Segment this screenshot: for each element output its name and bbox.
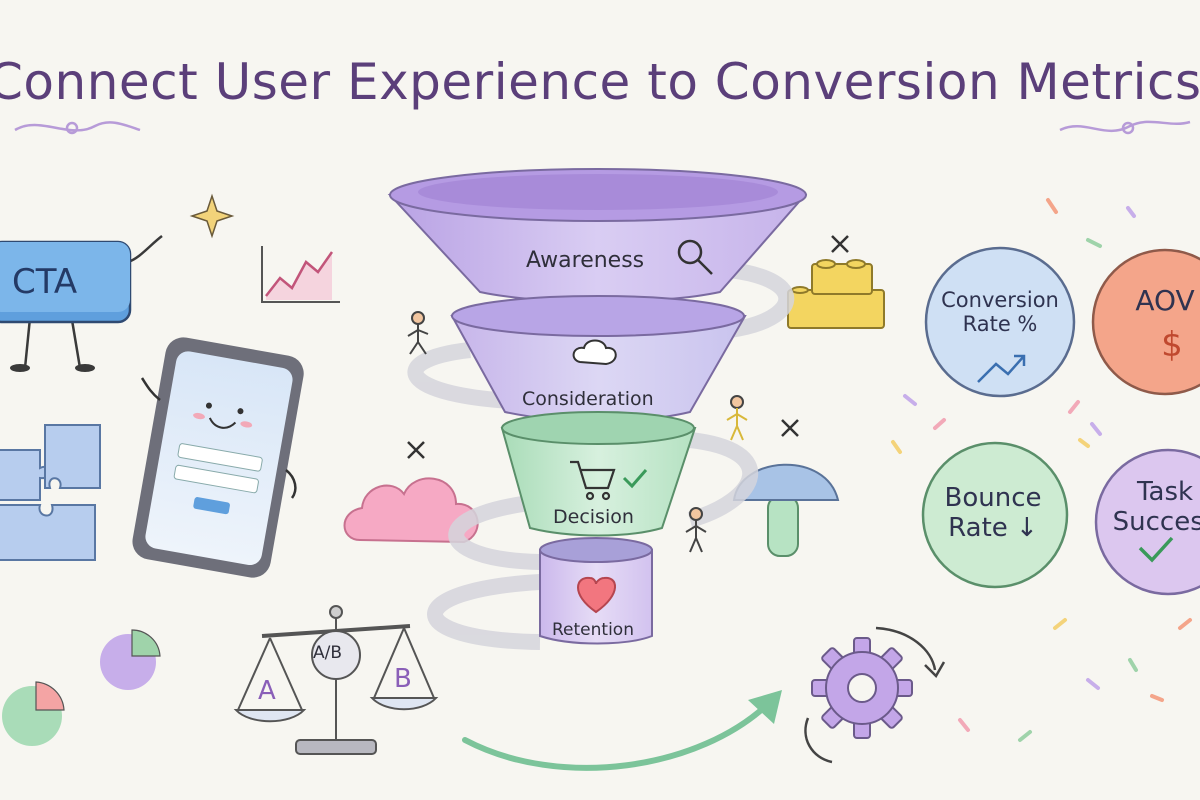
person-figure-3 xyxy=(685,507,707,553)
metric-circle-bounce xyxy=(921,441,1069,589)
ab-variant-b-label: B xyxy=(394,664,412,694)
check-icon xyxy=(1138,536,1174,563)
page-title: Connect User Experience to Conversion Me… xyxy=(0,53,1200,111)
metric-label-conversion-rate: Conversion Rate % xyxy=(941,288,1059,337)
pie-chart-icon-2 xyxy=(2,681,65,746)
title-flourish-right xyxy=(1059,120,1191,135)
trend-up-arrow-icon xyxy=(977,354,1026,383)
metric-label-aov: AOV xyxy=(1135,284,1195,317)
funnel-path-track xyxy=(407,262,795,650)
metric-label-task-success: Task Success xyxy=(1112,477,1200,537)
ab-test-label: A/B xyxy=(313,643,343,663)
conversion-funnel xyxy=(387,168,808,645)
gear-icon xyxy=(811,637,913,739)
smartphone-illustration xyxy=(132,337,304,578)
person-figure-1 xyxy=(407,311,429,355)
arrow-head xyxy=(748,690,782,724)
metric-circle-task xyxy=(1094,448,1200,596)
building-block-icon xyxy=(787,259,885,329)
cta-label: CTA xyxy=(12,262,78,302)
funnel-stage-decision xyxy=(500,411,697,537)
funnel-label-decision: Decision xyxy=(553,506,634,528)
puzzle-pieces-icon xyxy=(0,424,101,561)
title-flourish-left xyxy=(14,121,141,135)
person-figure-2 xyxy=(726,395,748,441)
funnel-label-consideration: Consideration xyxy=(522,388,654,410)
thought-bubble-icon xyxy=(572,339,617,366)
mushroom-shape xyxy=(732,463,840,557)
funnel-label-awareness: Awareness xyxy=(526,248,645,273)
shopping-cart-check-icon xyxy=(570,460,648,501)
pie-chart-icon-1 xyxy=(100,629,161,690)
metric-circle-aov xyxy=(1091,248,1200,396)
confetti-decoration xyxy=(891,198,1192,742)
funnel-stage-consideration xyxy=(450,295,747,422)
x-mark-icons xyxy=(407,235,849,459)
dollar-sign-icon: $ xyxy=(1161,325,1183,365)
magnifier-icon xyxy=(677,239,713,275)
progress-arrow xyxy=(462,699,773,771)
metric-circle-conversion xyxy=(924,246,1076,398)
mini-line-chart-icon xyxy=(261,246,340,303)
ab-test-scale xyxy=(233,605,439,755)
funnel-label-retention: Retention xyxy=(552,620,634,640)
sparkle-icon xyxy=(189,193,235,239)
metric-label-bounce-rate: Bounce Rate ↓ xyxy=(944,483,1042,543)
cta-card xyxy=(0,235,163,372)
funnel-stage-awareness xyxy=(387,168,808,303)
ab-variant-a-label: A xyxy=(258,676,276,706)
heart-icon xyxy=(577,576,616,614)
